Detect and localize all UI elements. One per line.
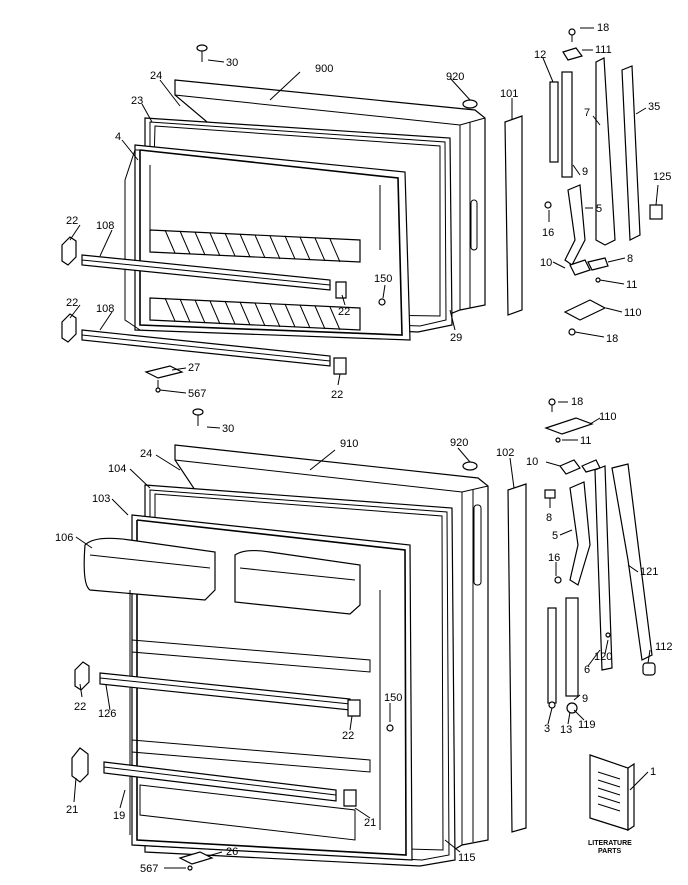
bottom-leader-lines — [73, 401, 651, 869]
label-125: 125 — [653, 171, 671, 183]
label-22-bottom-a: 22 — [74, 701, 86, 713]
label-110-bottom: 110 — [599, 411, 617, 423]
label-12: 12 — [534, 49, 546, 61]
plug-icon — [462, 99, 478, 109]
label-13: 13 — [560, 724, 572, 736]
label-150-bottom: 150 — [384, 692, 402, 704]
label-23: 23 — [131, 95, 143, 107]
label-910: 910 — [340, 438, 358, 450]
label-11-top: 11 — [626, 279, 637, 291]
shelf-end-cap-icon — [61, 236, 347, 375]
label-126: 126 — [98, 708, 116, 720]
label-18-bottom: 18 — [571, 396, 583, 408]
top-part-labels: 30 900 920 24 23 4 101 18 111 12 7 35 9 … — [66, 22, 671, 401]
label-108-top-b: 108 — [96, 303, 114, 315]
label-16-top: 16 — [542, 227, 554, 239]
label-16-bottom: 16 — [548, 552, 560, 564]
label-119: 119 — [578, 719, 596, 731]
label-920-bottom: 920 — [450, 437, 468, 449]
fresh-food-hinge-parts — [544, 398, 656, 714]
label-106: 106 — [55, 532, 73, 544]
label-26: 26 — [226, 846, 238, 858]
dairy-bin-left — [83, 537, 216, 601]
label-567-bottom: 567 — [140, 863, 158, 875]
label-21-bottom-b: 21 — [364, 817, 376, 829]
plug-icon — [462, 461, 478, 471]
label-21-bottom-a: 21 — [66, 804, 78, 816]
label-150-top: 150 — [374, 273, 392, 285]
label-103: 103 — [92, 493, 110, 505]
freezer-door-strip — [504, 115, 523, 316]
label-567-top: 567 — [188, 388, 206, 400]
label-30-bottom: 30 — [222, 423, 234, 435]
label-8-top: 8 — [627, 253, 633, 265]
bottom-part-labels: 18 110 11 30 910 920 102 24 10 104 8 103… — [55, 396, 673, 875]
fresh-food-door-assembly — [71, 408, 489, 871]
freezer-shelf-bar-upper — [81, 254, 331, 291]
label-101: 101 — [500, 88, 518, 100]
label-30-top: 30 — [226, 57, 238, 69]
label-110-top: 110 — [624, 307, 642, 319]
literature-label-line1: LITERATURE — [588, 840, 632, 847]
label-920-top: 920 — [446, 71, 464, 83]
label-112: 112 — [655, 641, 673, 653]
label-18-top-a: 18 — [597, 22, 609, 34]
freezer-hinge-parts — [544, 28, 663, 336]
label-111: 111 — [595, 44, 612, 56]
fresh-food-door-strip — [507, 483, 527, 833]
label-900: 900 — [315, 63, 333, 75]
freezer-lower-shelf — [149, 297, 361, 331]
label-22-top-d: 22 — [331, 389, 343, 401]
label-9-bottom: 9 — [582, 693, 588, 705]
label-27: 27 — [188, 362, 200, 374]
label-4: 4 — [115, 131, 121, 143]
label-9-top: 9 — [582, 166, 588, 178]
label-5-top: 5 — [596, 203, 602, 215]
freezer-shelf-bar-lower — [81, 329, 331, 367]
fresh-food-shelf-bar-lower — [103, 761, 337, 802]
label-3: 3 — [544, 723, 550, 735]
label-10-bottom: 10 — [526, 456, 538, 468]
screw-icon — [196, 44, 208, 62]
label-29: 29 — [450, 332, 462, 344]
label-6: 6 — [584, 664, 590, 676]
label-22-top-c: 22 — [66, 297, 78, 309]
label-7: 7 — [584, 107, 590, 119]
label-35: 35 — [648, 101, 660, 113]
label-11-bottom: 11 — [580, 435, 591, 447]
freezer-door-assembly — [61, 44, 486, 393]
screw-icon — [192, 408, 204, 426]
label-5-bottom: 5 — [552, 530, 558, 542]
label-104: 104 — [108, 463, 126, 475]
top-leader-lines — [69, 27, 659, 394]
literature-label-line2: PARTS — [598, 848, 622, 855]
label-102: 102 — [496, 447, 514, 459]
label-22-bottom-b: 22 — [342, 730, 354, 742]
label-24-bottom: 24 — [140, 448, 152, 460]
label-10-top: 10 — [540, 257, 552, 269]
label-120: 120 — [594, 651, 612, 663]
shelf-end-cap-icon — [71, 661, 361, 807]
label-18-top-b: 18 — [606, 333, 618, 345]
label-22-top-a: 22 — [66, 215, 78, 227]
label-24-top: 24 — [150, 70, 162, 82]
literature-parts-icon — [589, 754, 635, 832]
label-115: 115 — [458, 852, 476, 864]
dairy-bin-right — [234, 549, 361, 615]
label-19: 19 — [113, 810, 125, 822]
label-8-bottom: 8 — [546, 512, 552, 524]
label-108-top-a: 108 — [96, 220, 114, 232]
label-1: 1 — [650, 766, 656, 778]
label-22-top-b: 22 — [338, 306, 350, 318]
label-121: 121 — [640, 566, 658, 578]
